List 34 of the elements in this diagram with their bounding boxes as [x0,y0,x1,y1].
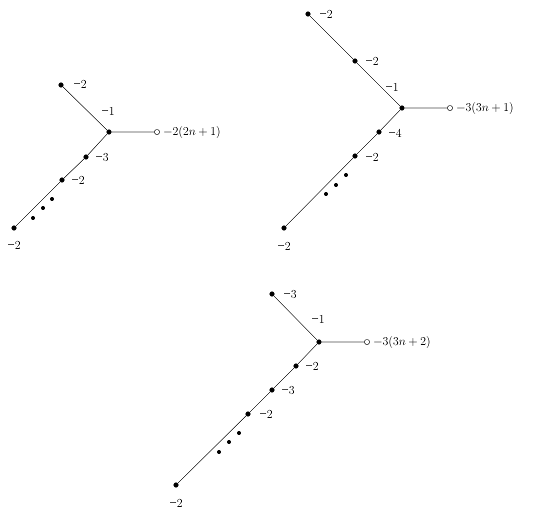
edge-line [286,158,354,226]
weight-label: $-3(3n+2)$ [374,336,430,348]
edge-line [64,158,84,178]
edge-line [356,62,400,106]
weight-label: $−1$ [386,82,398,91]
edge-line [178,416,246,484]
weight-label: $−2$ [366,152,378,161]
edge-line [298,344,318,364]
weight-label: $−2$ [366,56,378,65]
weight-label: $−2$ [320,10,332,18]
weight-label: $−3$ [282,386,294,394]
edge-line [274,368,294,388]
weight-label: $−2$ [74,80,86,88]
weight-label: $−2$ [170,498,182,507]
weight-label: $−2$ [260,410,272,418]
edge-line [274,296,318,340]
weight-label: $−2$ [8,240,20,249]
weight-label: $−2$ [306,362,318,370]
weight-label: $-3(3n+1)$ [457,102,512,114]
edge-line [16,182,60,226]
weight-label: $−2$ [278,242,290,250]
weight-label: $-2(2n+1)$ [164,126,220,138]
weight-label: $−2$ [72,176,84,184]
weight-label: $−3$ [284,290,296,298]
edge-line [310,16,354,60]
edge-line [250,392,270,412]
weight-label: $−3$ [96,152,108,162]
weight-label: $−1$ [312,314,324,323]
weight-label: $−1$ [102,106,114,115]
edge-line [356,134,378,154]
edge-line [88,134,108,156]
edge-line [380,110,400,130]
weight-label: $−4$ [389,128,402,137]
edge-line [62,86,108,130]
